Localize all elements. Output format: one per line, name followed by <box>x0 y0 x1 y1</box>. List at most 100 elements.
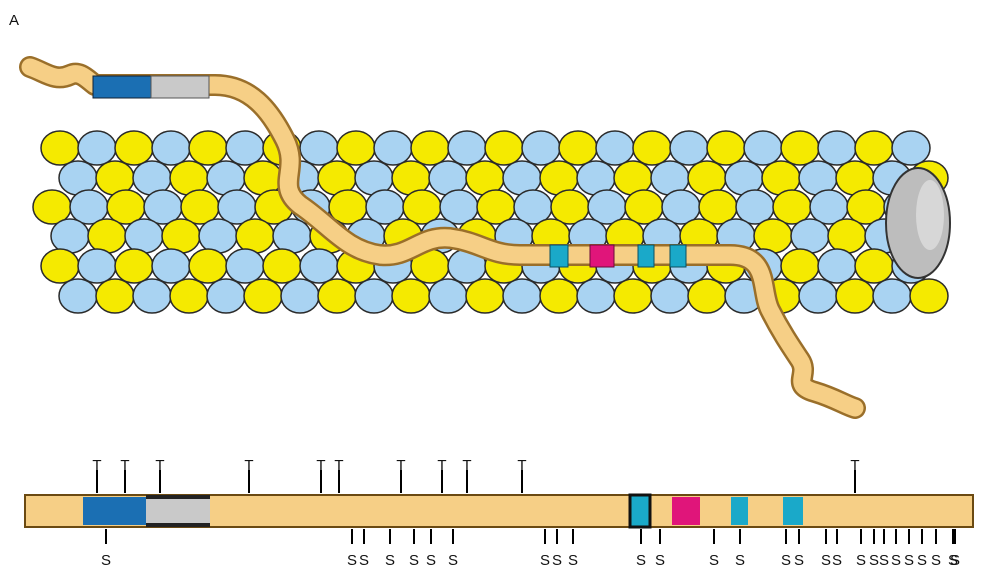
tubulin-subunit <box>115 249 153 283</box>
strand-domain-magenta <box>590 245 614 267</box>
tubulin-subunit <box>96 279 134 313</box>
panel-label: A <box>9 12 19 29</box>
t-site-label: T <box>334 457 343 474</box>
bar-domain-dark-blue <box>83 497 146 525</box>
tubulin-subunit <box>503 279 541 313</box>
s-site-label: S <box>359 552 369 569</box>
s-site-label: S <box>917 552 927 569</box>
bar-domain-cyan-3 <box>783 497 803 525</box>
tubulin-subunit <box>125 219 163 253</box>
tubulin-subunit <box>236 219 274 253</box>
tubulin-subunit <box>318 279 356 313</box>
s-site-label: S <box>101 552 111 569</box>
tubulin-subunit <box>754 219 792 253</box>
tubulin-lattice <box>33 131 948 313</box>
s-site-label: S <box>636 552 646 569</box>
tubulin-subunit <box>78 131 116 165</box>
tubulin-subunit <box>300 249 338 283</box>
tubulin-subunit <box>791 219 829 253</box>
tubulin-subunit <box>411 131 449 165</box>
tubulin-subunit <box>189 131 227 165</box>
bar-domain-magenta <box>672 497 700 525</box>
s-site-label: S <box>655 552 665 569</box>
tubulin-subunit <box>485 131 523 165</box>
tubulin-subunit <box>78 249 116 283</box>
strand-domain-cyan-1 <box>550 245 568 267</box>
tubulin-subunit <box>41 249 79 283</box>
s-site-label: S <box>950 552 960 569</box>
tubulin-subunit <box>522 131 560 165</box>
t-site-label: T <box>517 457 526 474</box>
s-site-label: S <box>832 552 842 569</box>
tubulin-subunit <box>448 131 486 165</box>
s-site-label: S <box>904 552 914 569</box>
bar-domain-cyan-2 <box>731 497 748 525</box>
tubulin-subunit <box>540 279 578 313</box>
microtubule-lumen-highlight <box>916 180 944 250</box>
s-site-label: S <box>931 552 941 569</box>
tubulin-subunit <box>429 279 467 313</box>
tubulin-subunit <box>355 279 393 313</box>
tubulin-subunit <box>392 279 430 313</box>
tubulin-subunit <box>836 279 874 313</box>
tubulin-subunit <box>577 279 615 313</box>
s-site-label: S <box>385 552 395 569</box>
tubulin-subunit <box>263 249 301 283</box>
s-site-label: S <box>879 552 889 569</box>
tubulin-subunit <box>281 279 319 313</box>
tubulin-subunit <box>273 219 311 253</box>
t-site-label: T <box>462 457 471 474</box>
s-site-label: S <box>540 552 550 569</box>
tubulin-subunit <box>152 249 190 283</box>
tubulin-subunit <box>614 279 652 313</box>
t-site-label: T <box>244 457 253 474</box>
tubulin-subunit <box>170 279 208 313</box>
tubulin-subunit <box>818 249 856 283</box>
tubulin-subunit <box>651 279 689 313</box>
bar-domain-gray <box>146 497 210 525</box>
bar-domain-dark-edge-bottom <box>146 523 210 527</box>
t-site-label: T <box>850 457 859 474</box>
tubulin-subunit <box>189 249 227 283</box>
tubulin-subunit <box>199 219 237 253</box>
strand-domain-dark-blue <box>93 76 151 98</box>
tubulin-subunit <box>337 131 375 165</box>
t-site-label: T <box>437 457 446 474</box>
tubulin-subunit <box>41 131 79 165</box>
tubulin-subunit <box>781 131 819 165</box>
s-site-label: S <box>568 552 578 569</box>
t-site-label: T <box>155 457 164 474</box>
tubulin-subunit <box>466 279 504 313</box>
s-site-label: S <box>821 552 831 569</box>
tubulin-subunit <box>207 279 245 313</box>
tubulin-subunit <box>892 131 930 165</box>
s-site-label: S <box>781 552 791 569</box>
bar-domain-cyan-1 <box>630 495 650 527</box>
tubulin-subunit <box>59 279 97 313</box>
tubulin-subunit <box>559 131 597 165</box>
tubulin-subunit <box>744 131 782 165</box>
tubulin-subunit <box>162 219 200 253</box>
s-site-label: S <box>869 552 879 569</box>
s-site-label: S <box>794 552 804 569</box>
tubulin-subunit <box>633 131 671 165</box>
s-site-label: S <box>891 552 901 569</box>
tubulin-subunit <box>51 219 89 253</box>
tubulin-subunit <box>133 279 171 313</box>
tubulin-subunit <box>300 131 338 165</box>
tubulin-subunit <box>226 131 264 165</box>
t-site-label: T <box>92 457 101 474</box>
tubulin-subunit <box>855 249 893 283</box>
s-site-label: S <box>409 552 419 569</box>
s-site-label: S <box>552 552 562 569</box>
tubulin-subunit <box>707 131 745 165</box>
tubulin-subunit <box>873 279 911 313</box>
tubulin-subunit <box>115 131 153 165</box>
s-site-label: S <box>347 552 357 569</box>
s-site-label: S <box>709 552 719 569</box>
t-site-label: T <box>120 457 129 474</box>
tubulin-subunit <box>670 131 708 165</box>
tubulin-subunit <box>828 219 866 253</box>
